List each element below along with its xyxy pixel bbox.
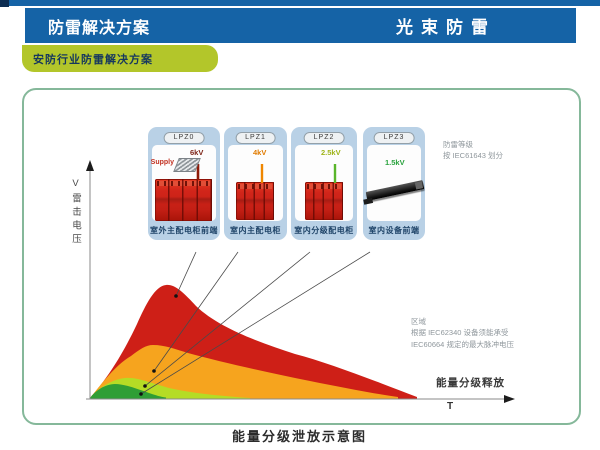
supply-label: Supply — [150, 159, 174, 166]
lpz3-label: LPZ3 — [383, 134, 405, 141]
y-axis-arrow-icon — [86, 160, 94, 171]
lpz3-device-label: 室内设备前端 — [368, 226, 420, 235]
lpz0-pill: LPZ0 — [163, 132, 205, 144]
brand-logo-text: 光束防雷 — [396, 18, 496, 37]
figure-caption: 能量分级泄放示意图 — [231, 429, 367, 444]
zone-note-line1: 区域 — [411, 317, 426, 326]
section-tab-label: 安防行业防雷解决方案 — [33, 53, 153, 66]
lpz2-label: LPZ2 — [313, 134, 335, 141]
voltage-lpz0: 6kV — [190, 148, 204, 157]
lpz3-pill: LPZ3 — [373, 132, 415, 144]
lpz0-device-label: 室外主配电柜前端 — [150, 226, 218, 235]
voltage-lpz3: 1.5kV — [385, 158, 405, 167]
spd-device-icon — [155, 179, 212, 221]
spd-device-icon — [236, 182, 274, 220]
section-tab: 安防行业防雷解决方案 — [22, 45, 218, 72]
voltage-lpz2: 2.5kV — [321, 148, 341, 157]
area-lpz3 — [90, 384, 166, 399]
area-lpz1 — [90, 345, 398, 399]
diagram-card: LPZ0 室外主配电柜前端 LPZ1 室内主配电柜 LPZ2 室内分级配电柜 L… — [22, 88, 581, 425]
lpz2-pill: LPZ2 — [303, 132, 345, 144]
top-strip — [0, 0, 600, 6]
area-lpz0 — [90, 284, 417, 399]
zone-note: 区域 根据 IEC62340 设备须能承受 IEC60664 规定的最大脉冲电压 — [411, 316, 514, 350]
lpz0-label: LPZ0 — [173, 134, 195, 141]
energy-release-label: 能量分级释放 — [436, 377, 505, 389]
lpz-zone-2: LPZ2 室内分级配电柜 — [291, 127, 357, 240]
zone-note-line2: 根据 IEC62340 设备须能承受 — [411, 328, 509, 338]
x-axis-label: T — [447, 401, 454, 412]
lpz2-device-label: 室内分级配电柜 — [294, 226, 354, 235]
spd-device-icon — [305, 182, 343, 220]
top-corner-square — [0, 0, 9, 7]
voltage-lpz1: 4kV — [253, 148, 267, 157]
curve-markers — [139, 294, 178, 396]
grade-note-line2: 按 IEC61643 划分 — [443, 151, 504, 161]
header-bar: 防雷解决方案 光束防雷 — [25, 8, 576, 43]
area-lpz2 — [90, 377, 250, 399]
lpz1-label: LPZ1 — [245, 134, 266, 141]
leader-lines — [140, 251, 371, 395]
lpz1-pill: LPZ1 — [235, 132, 276, 144]
zone-note-line3: IEC60664 规定的最大脉冲电压 — [411, 339, 514, 349]
y-axis-label: V雷击电压 — [70, 178, 81, 247]
lpz1-device-label: 室内主配电柜 — [230, 226, 281, 235]
page-title: 防雷解决方案 — [48, 19, 151, 37]
grade-note-line1: 防雷等级 — [443, 140, 473, 149]
grade-note: 防雷等级 按 IEC61643 划分 — [443, 139, 503, 162]
x-axis-arrow-icon — [504, 395, 515, 403]
